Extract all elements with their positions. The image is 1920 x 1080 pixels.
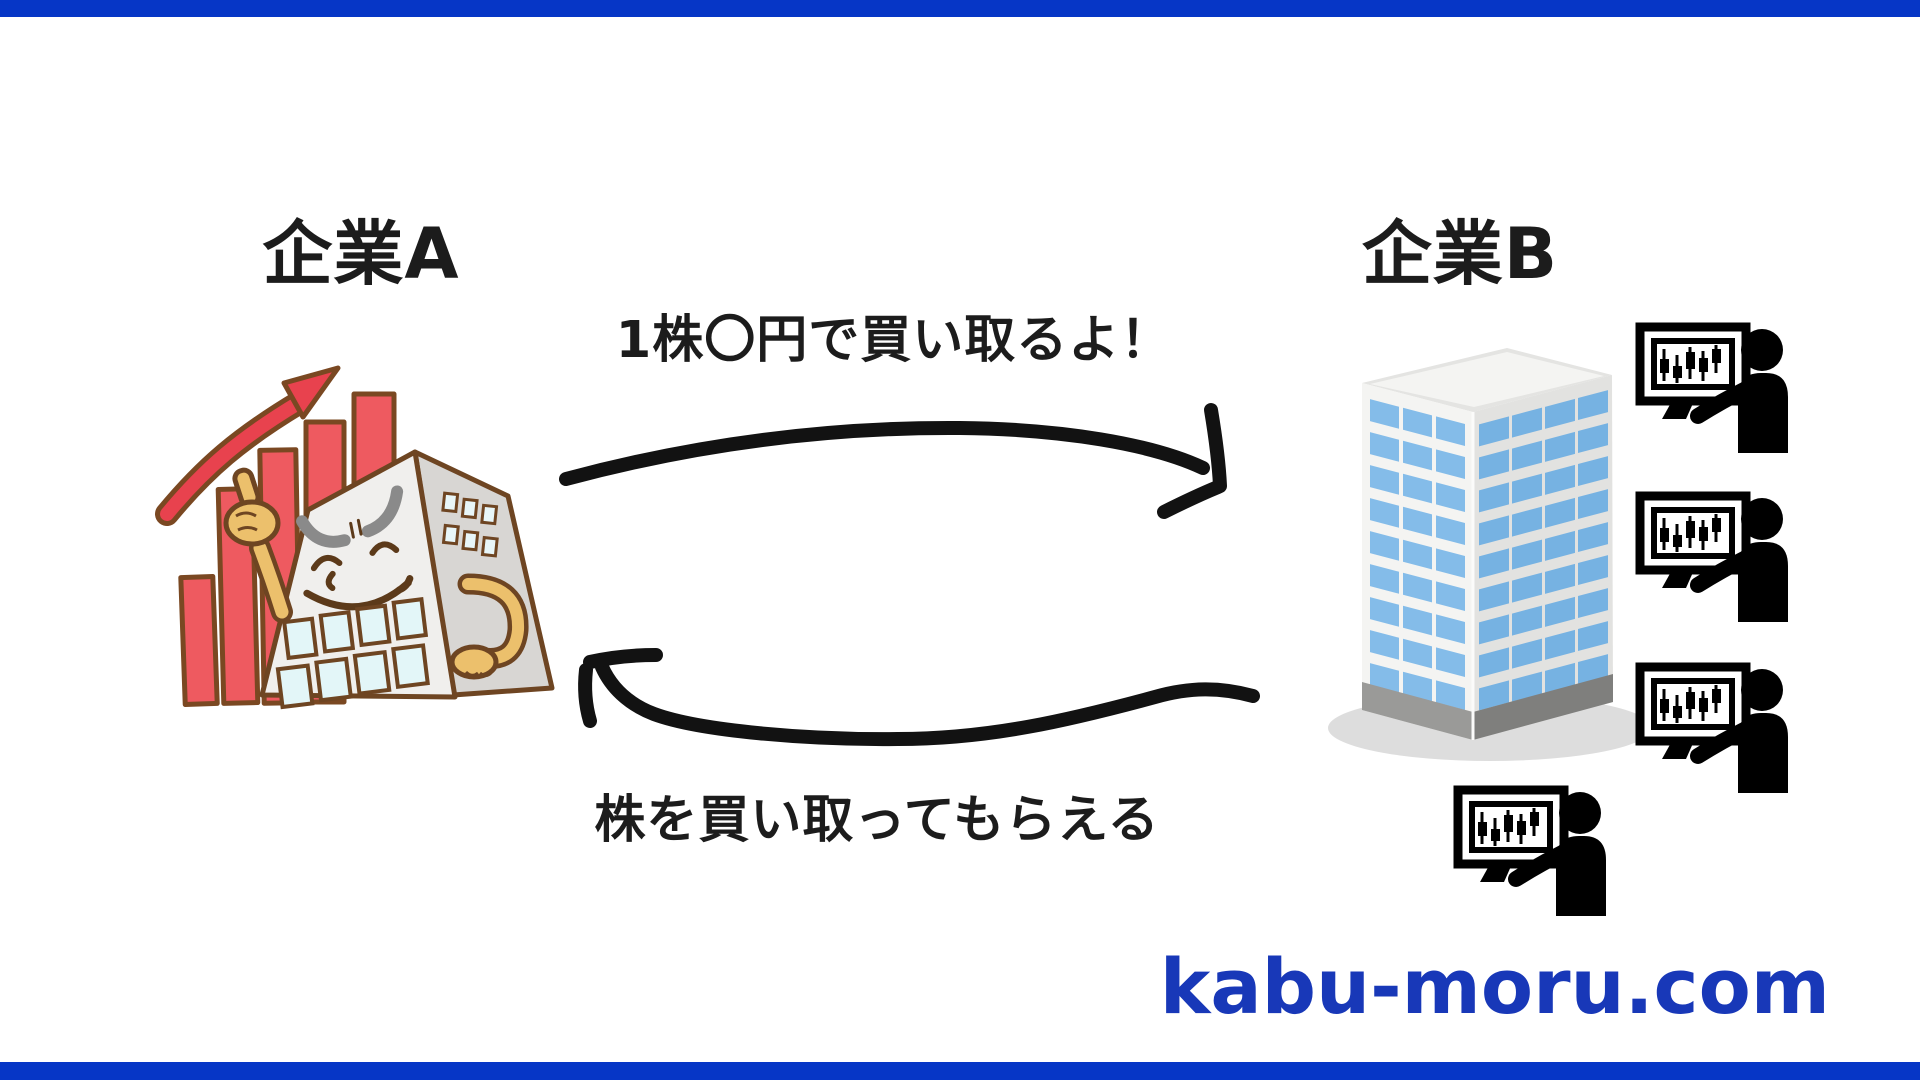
return-arrow-left-icon bbox=[578, 648, 1260, 747]
top-accent-bar bbox=[0, 0, 1920, 17]
offer-arrow-right-icon bbox=[559, 403, 1227, 519]
bottom-accent-bar bbox=[0, 1062, 1920, 1080]
mascot-face bbox=[296, 485, 414, 611]
offer-arrow-label: 1株〇円で買い取るよ！ bbox=[615, 311, 1173, 370]
company-a-label: 企業A bbox=[262, 213, 460, 295]
side-windows bbox=[441, 491, 499, 558]
left-face-windows bbox=[1370, 399, 1465, 711]
trader-at-monitor-icon bbox=[1458, 790, 1606, 916]
right-face-windows bbox=[1479, 390, 1608, 711]
return-arrow-label: 株を買い取ってもらえる bbox=[594, 791, 1160, 850]
office-building-icon bbox=[1328, 348, 1652, 761]
company-b-label: 企業B bbox=[1361, 213, 1559, 295]
trader-at-monitor-icon bbox=[1640, 496, 1788, 622]
rising-arrow-icon bbox=[155, 365, 341, 526]
trader-at-monitor-icon bbox=[1640, 667, 1788, 793]
site-watermark: kabu-moru.com bbox=[1159, 942, 1830, 1031]
front-windows bbox=[275, 597, 430, 710]
trader-at-monitor-icon bbox=[1640, 327, 1788, 453]
hip-hand bbox=[449, 573, 529, 680]
rising-stock-building-mascot-icon bbox=[155, 365, 555, 710]
thumbs-up-hand bbox=[223, 467, 293, 623]
